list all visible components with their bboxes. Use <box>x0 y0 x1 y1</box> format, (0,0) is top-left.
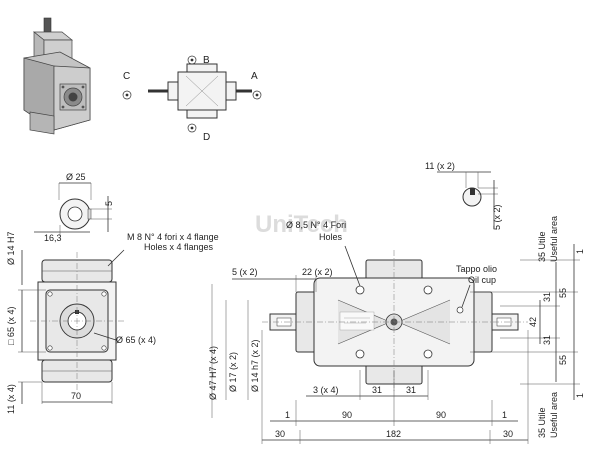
side-view: Ø 14 H7 M 8 N° 4 fori x 4 flange Holes x… <box>6 231 219 414</box>
flange-note-line1: M 8 N° 4 fori x 4 flange <box>127 232 219 242</box>
d17-label: Ø 17 (x 2) <box>228 352 238 392</box>
shaft-width-label: 16,3 <box>44 233 62 243</box>
oil-cup-label-line2: Oil cup <box>468 275 496 285</box>
dim-1-left-label: 1 <box>285 410 290 420</box>
useful-area-bot-line1: 35 Utile <box>537 407 547 438</box>
dim-182-label: 182 <box>386 429 401 439</box>
dim-31-right-label: 31 <box>406 385 416 395</box>
d14-label: Ø 14 h7 (x 2) <box>250 339 260 392</box>
view-label-c: C <box>123 71 130 82</box>
oil-cup-label-line1: Tappo olio <box>456 264 497 274</box>
view-marker-a: A <box>251 71 262 100</box>
dim-90-left-label: 90 <box>342 410 352 420</box>
right-1-bot-label: 1 <box>575 393 585 398</box>
right-55-top-label: 55 <box>558 288 568 298</box>
dim-1-right-label: 1 <box>502 410 507 420</box>
key-height-label-right: 5 (x 2) <box>492 204 502 230</box>
dim-30-right-label: 30 <box>503 429 513 439</box>
side-width-label: 70 <box>71 391 81 401</box>
flange-note-line2: Holes x 4 flanges <box>144 242 214 252</box>
bore-diameter-label: Ø 14 H7 <box>6 231 16 265</box>
view-label-a: A <box>251 71 258 82</box>
dim-22x2-label: 22 (x 2) <box>302 267 333 277</box>
d47-label: Ø 47 H7 (x 4) <box>208 346 218 400</box>
view-label-d: D <box>203 132 210 143</box>
schematic-top-view: B D C A <box>122 55 262 143</box>
view-marker-c: C <box>122 71 132 100</box>
right-42-label: 42 <box>528 317 538 327</box>
view-marker-b: B <box>187 55 210 66</box>
dim-31-left-label: 31 <box>372 385 382 395</box>
isometric-view <box>23 17 91 135</box>
view-label-b: B <box>203 55 210 66</box>
useful-area-bot-line2: Useful area <box>549 392 559 438</box>
dim-5x2-label: 5 (x 2) <box>232 267 258 277</box>
right-31-bot-label: 31 <box>542 335 552 345</box>
key-width-label: 11 (x 2) <box>425 161 455 171</box>
holes-label-line1: Ø 8,5 N° 4 Fori <box>286 220 346 230</box>
watermark-logo: UniTech <box>255 211 348 238</box>
square-dimension-label: □ 65 (x 4) <box>6 307 16 345</box>
useful-area-top-line2: Useful area <box>549 216 559 262</box>
right-55-bot-label: 55 <box>558 355 568 365</box>
holes-label-line2: Holes <box>319 232 343 242</box>
key-height-label: 5 <box>104 201 114 206</box>
view-marker-d: D <box>187 123 210 143</box>
dim-3x4-label: 3 (x 4) <box>313 385 339 395</box>
dim-30-left-label: 30 <box>275 429 285 439</box>
useful-area-top-line1: 35 Utile <box>537 231 547 262</box>
right-31-top-label: 31 <box>542 292 552 302</box>
front-view: Ø 8,5 N° 4 Fori Holes 5 (x 2) 22 (x 2) T… <box>208 216 585 444</box>
right-1-top-label: 1 <box>575 249 585 254</box>
flange-circle-label: Ø 65 (x 4) <box>116 335 156 345</box>
shaft-end-detail: Ø 25 5 16,3 <box>34 172 114 243</box>
key-detail: 11 (x 2) 5 (x 2) <box>425 161 502 230</box>
flange-thickness-label: 11 (x 4) <box>6 384 16 414</box>
dim-90-right-label: 90 <box>436 410 446 420</box>
shaft-diameter-label: Ø 25 <box>66 172 86 182</box>
